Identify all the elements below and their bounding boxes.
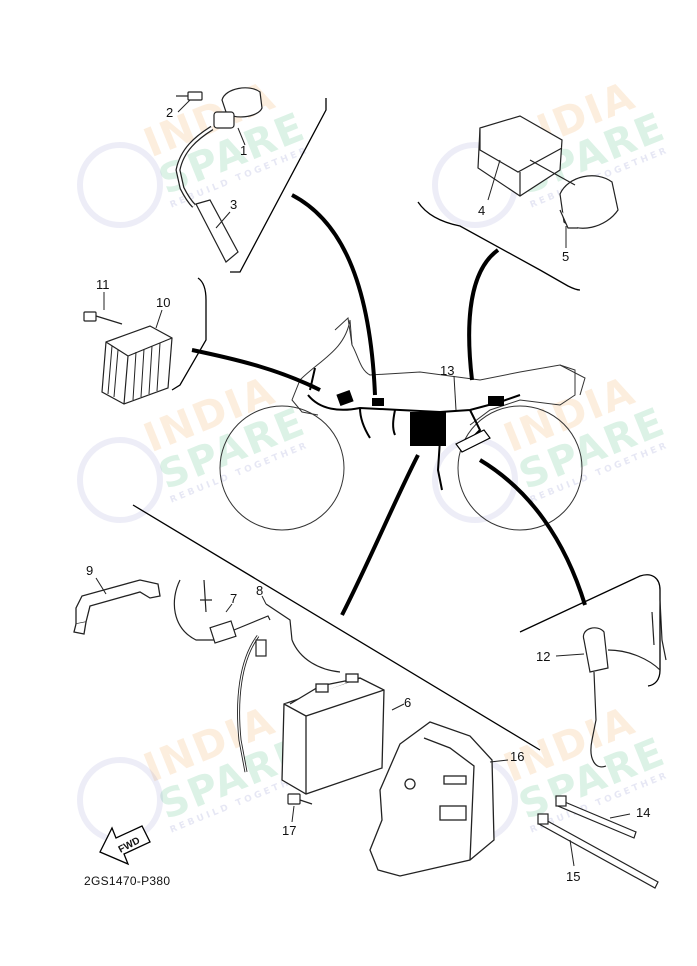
battery-bracket: [73, 579, 161, 635]
callout-6: 6: [404, 695, 412, 710]
connector: [336, 389, 354, 407]
callout-4: 4: [478, 203, 486, 218]
forward-arrow-icon: [99, 825, 151, 866]
callout-17: 17: [282, 823, 297, 838]
connector: [372, 398, 384, 406]
battery-box: [369, 721, 495, 877]
ignition-coil-group: [175, 87, 263, 263]
battery: [281, 673, 385, 795]
neutral-switch: [582, 599, 667, 768]
callout-5: 5: [562, 249, 570, 264]
watermark-logo-icon: [77, 142, 518, 843]
battery-cables: [173, 579, 341, 773]
callout-10: 10: [156, 295, 171, 310]
callout-15: 15: [566, 869, 581, 884]
relay-group: [477, 115, 619, 229]
regulator-group: [83, 311, 173, 405]
cable-ties: [537, 795, 659, 889]
panel-borders: [132, 98, 661, 751]
leader-lines: [191, 193, 587, 616]
control-unit: [410, 412, 446, 446]
motorcycle-outline: [219, 316, 586, 531]
connector: [488, 396, 504, 406]
callout-16: 16: [510, 749, 525, 764]
callout-11: 11: [96, 277, 110, 292]
callout-9: 9: [86, 563, 94, 578]
bolt: [287, 793, 313, 805]
callout-2: 2: [166, 105, 174, 120]
callout-3: 3: [230, 197, 238, 212]
callout-8: 8: [256, 583, 264, 598]
callout-14: 14: [636, 805, 651, 820]
drawing-code: 2GS1470-P380: [84, 874, 171, 888]
callout-7: 7: [230, 591, 238, 606]
callout-leaders: [95, 99, 631, 867]
callout-12: 12: [536, 649, 551, 664]
callout-13: 13: [440, 363, 455, 378]
connector: [455, 429, 491, 453]
callout-1: 1: [240, 143, 248, 158]
